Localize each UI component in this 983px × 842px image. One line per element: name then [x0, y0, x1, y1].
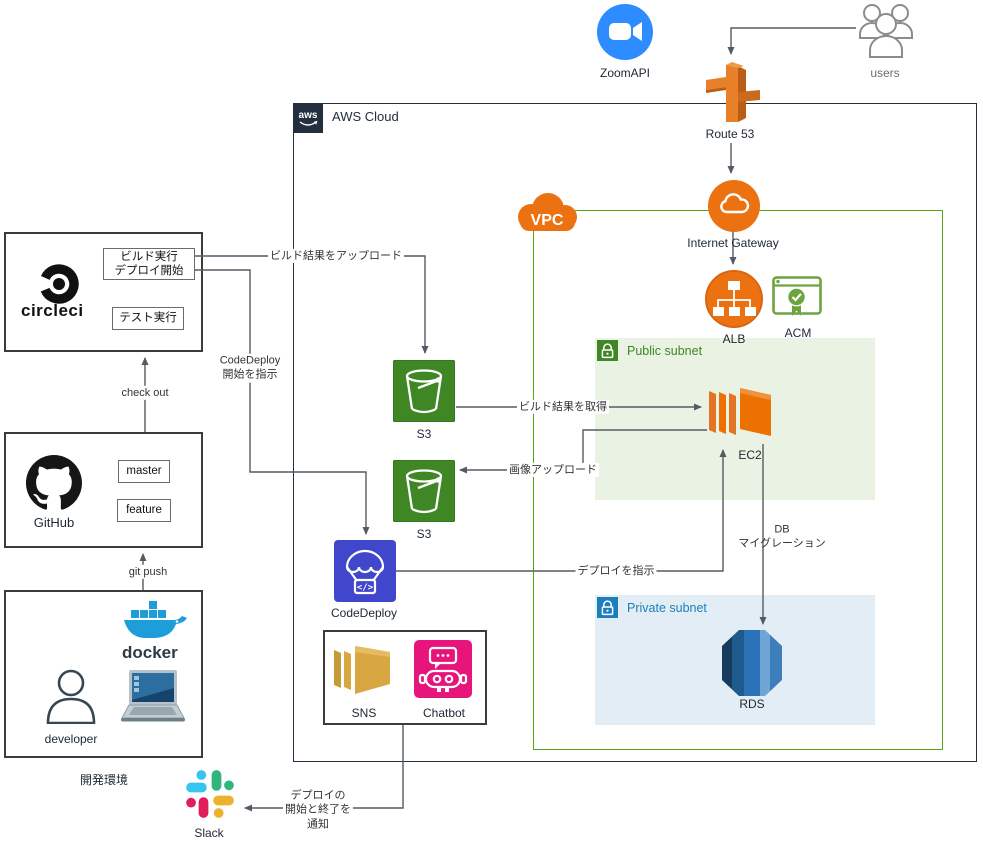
acm-label: ACM	[784, 326, 812, 340]
edge-label-deploy-instruct: デプロイを指示	[575, 563, 657, 579]
public-subnet-label: Public subnet	[627, 344, 703, 358]
svg-text:VPC: VPC	[531, 212, 564, 229]
developer-person-icon	[44, 668, 98, 729]
rds-label: RDS	[739, 697, 765, 711]
github-label: GitHub	[33, 515, 75, 530]
slack-icon	[184, 768, 236, 825]
aws-logo-icon: aws	[293, 103, 323, 138]
public-subnet-lock-icon	[597, 340, 618, 366]
test-box: テスト実行	[112, 307, 184, 330]
docker-logo-icon	[121, 600, 189, 649]
feature-branch-box: feature	[117, 499, 171, 522]
s3-build-label: S3	[416, 427, 432, 441]
sns-label: SNS	[351, 706, 377, 720]
edge-label-upload-build: ビルド結果をアップロード	[268, 248, 404, 264]
private-subnet-lock-icon	[597, 597, 618, 623]
zoomapi-label: ZoomAPI	[599, 66, 651, 80]
master-branch-box: master	[118, 460, 170, 483]
edge-label-db-migration: DB マイグレーション	[738, 523, 826, 550]
laptop-icon	[121, 670, 185, 727]
alb-label: ALB	[722, 332, 746, 346]
route53-icon	[702, 60, 760, 129]
circleci-logo-icon	[36, 261, 82, 312]
alb-icon	[705, 270, 763, 333]
edge-label-codedeploy-start: CodeDeploy 開始を指示	[217, 353, 283, 383]
codedeploy-label: CodeDeploy	[330, 606, 398, 620]
acm-icon	[772, 276, 822, 325]
circleci-wordmark: circleci	[21, 301, 84, 320]
svg-text:aws: aws	[299, 110, 318, 121]
route53-label: Route 53	[705, 127, 755, 141]
s3-build-bucket-icon	[392, 359, 456, 427]
slack-label: Slack	[194, 826, 224, 840]
edge-label-gitpush: git push	[126, 564, 170, 580]
chatbot-label: Chatbot	[422, 706, 466, 720]
developer-label: developer	[44, 732, 98, 746]
users-icon	[855, 2, 917, 65]
users-label: users	[870, 66, 900, 80]
s3-images-label: S3	[416, 527, 432, 541]
s3-images-bucket-icon	[392, 459, 456, 527]
ec2-icon	[707, 378, 773, 449]
edge-label-notify: デプロイの 開始と終了を 通知	[283, 788, 353, 832]
rds-icon	[720, 628, 784, 703]
sns-icon	[332, 638, 396, 705]
build-deploy-box: ビルド実行 デプロイ開始	[103, 248, 195, 280]
internet-gateway-icon	[708, 180, 760, 237]
internet-gateway-label: Internet Gateway	[687, 236, 779, 250]
edge-label-checkout: check out	[119, 385, 171, 401]
dev-environment-label: 開発環境	[79, 773, 129, 787]
edge-label-image-upload: 画像アップロード	[507, 462, 599, 478]
github-logo-icon	[26, 455, 83, 516]
codedeploy-icon: </>	[334, 540, 396, 607]
vpc-badge: VPC	[511, 189, 583, 240]
aws-cloud-label: AWS Cloud	[332, 109, 399, 124]
zoomapi-icon	[597, 4, 653, 65]
svg-text:</>: </>	[357, 583, 374, 593]
chatbot-icon	[414, 640, 472, 703]
ec2-label: EC2	[738, 448, 762, 462]
docker-wordmark: docker	[122, 643, 178, 662]
private-subnet-label: Private subnet	[627, 601, 707, 615]
edge-label-get-build: ビルド結果を取得	[517, 399, 609, 415]
edge-users-route53	[727, 27, 856, 55]
